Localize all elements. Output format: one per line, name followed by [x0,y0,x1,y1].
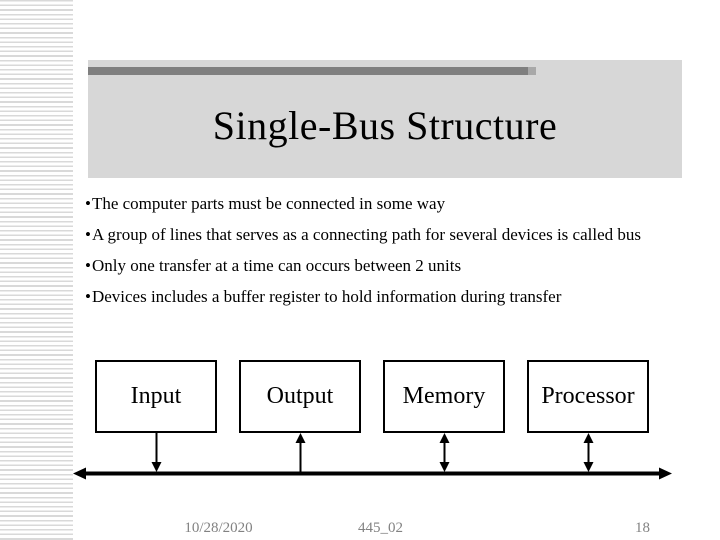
bullet-text: The computer parts must be connected in … [91,194,446,213]
bullet-list: •The computer parts must be connected in… [85,193,670,307]
memory-arrow-down-icon [439,462,450,472]
bullet-item: •The computer parts must be connected in… [85,193,670,214]
input-arrow-down-icon [151,462,162,472]
title-accent-bar-tip [528,67,536,75]
processor-arrow-down-icon [583,462,594,472]
bullet-item: •A group of lines that serves as a conne… [85,224,670,245]
processor-arrow-up-icon [583,433,594,443]
footer-date: 10/28/2020 [184,520,253,536]
left-stripe-pattern [0,0,73,540]
bullet-text: A group of lines that serves as a connec… [91,225,641,244]
bullet-marker: • [85,225,91,244]
bullet-marker: • [85,194,91,213]
device-box-memory: Memory [383,360,505,433]
bullet-text: Devices includes a buffer register to ho… [91,287,562,306]
slide-number: 18 [635,520,650,536]
bus-arrow-left-icon [73,467,86,480]
slide-title: Single-Bus Structure [212,102,558,148]
device-box-label: Output [266,383,334,409]
bullet-marker: • [85,287,91,306]
bullet-item: •Only one transfer at a time can occurs … [85,255,670,276]
device-box-processor: Processor [527,360,649,433]
title-accent-bar [88,67,536,75]
bus-arrow-right-icon [659,467,672,480]
footer-text: 445_02 [358,520,403,536]
bullet-text: Only one transfer at a time can occurs b… [91,256,462,275]
device-box-label: Memory [402,383,486,409]
device-box-label: Input [130,383,182,409]
title-box: Single-Bus Structure [88,60,682,178]
bullet-item: •Devices includes a buffer register to h… [85,286,670,307]
output-arrow-up-icon [295,433,306,443]
device-box-input: Input [95,360,217,433]
device-box-output: Output [239,360,361,433]
device-box-label: Processor [541,383,635,409]
memory-arrow-up-icon [439,433,450,443]
bullet-marker: • [85,256,91,275]
